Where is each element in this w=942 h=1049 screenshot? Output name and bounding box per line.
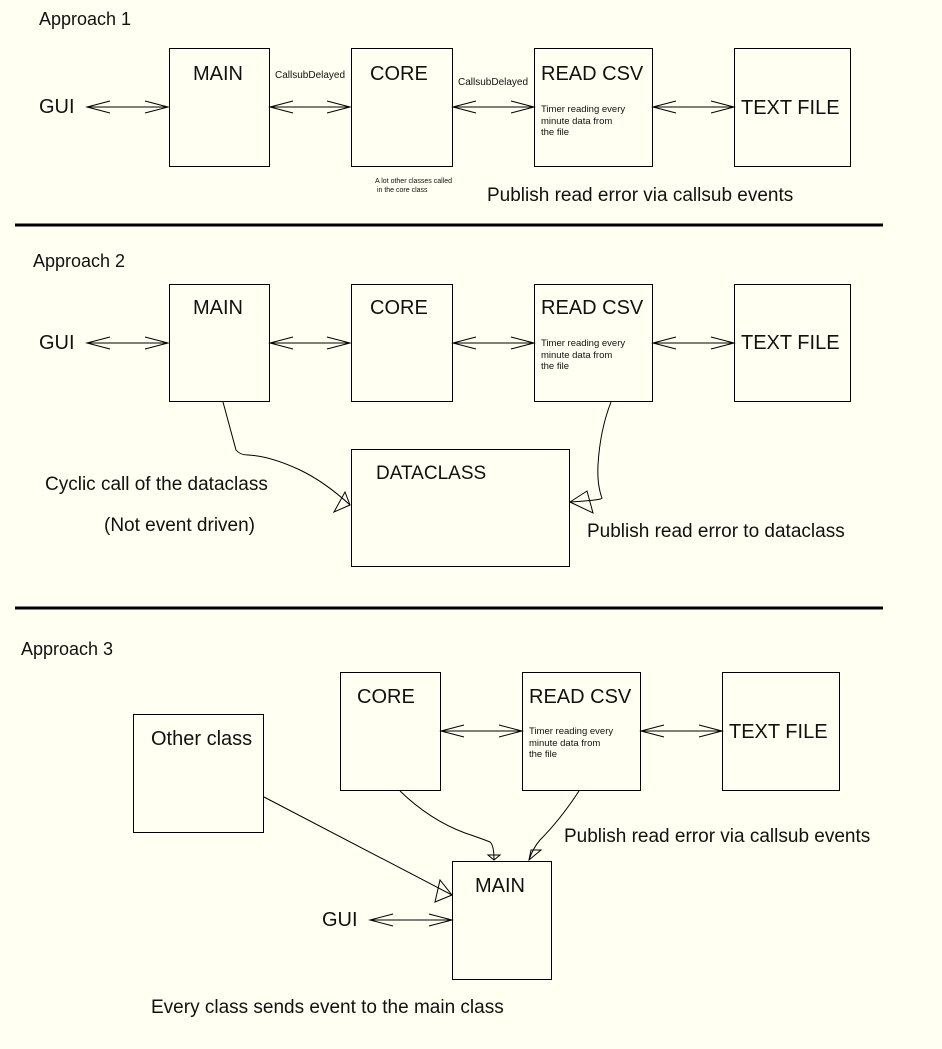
read-csv-note-3: Timer reading every minute data from the… <box>529 726 614 760</box>
dataclass-box: DATACLASS <box>351 449 570 567</box>
other-class-box: Other class <box>133 714 264 833</box>
core-box-1: CORE <box>351 48 453 167</box>
approach-3-footer-caption: Every class sends event to the main clas… <box>151 997 504 1018</box>
core-box-2: CORE <box>351 284 453 402</box>
read-csv-note-1: Timer reading every minute data from the… <box>541 104 626 138</box>
approach-1-caption: Publish read error via callsub events <box>487 185 794 206</box>
bidirectional-arrow-csv-file-1 <box>651 100 736 114</box>
core-label-1: CORE <box>370 63 428 85</box>
bidirectional-arrow-main-core-2 <box>268 336 352 350</box>
text-file-label-3: TEXT FILE <box>729 721 828 743</box>
gui-label-1: GUI <box>39 96 75 118</box>
approach-2-publish-caption: Publish read error to dataclass <box>587 521 845 542</box>
read-csv-label-3: READ CSV <box>529 686 632 708</box>
bidirectional-arrow-csv-file-2 <box>651 336 736 350</box>
text-file-box-2: TEXT FILE <box>734 284 851 402</box>
bidirectional-arrow-core-csv-3 <box>439 724 524 738</box>
approach-3-publish-caption: Publish read error via callsub events <box>564 826 871 847</box>
text-file-label-1: TEXT FILE <box>741 97 840 119</box>
read-csv-box-2: READ CSV Timer reading every minute data… <box>534 284 653 402</box>
edge-label-callsub-delayed-1: CallsubDelayed <box>275 70 346 81</box>
dataclass-label: DATACLASS <box>376 463 487 484</box>
core-box-3: CORE <box>340 672 441 791</box>
cyclic-call-caption: Cyclic call of the dataclass <box>45 474 268 495</box>
approach-2-heading: Approach 2 <box>33 251 126 271</box>
main-label-1: MAIN <box>193 63 243 85</box>
bidirectional-arrow-gui-main-2 <box>85 336 170 350</box>
bidirectional-arrow-csv-file-3 <box>639 724 724 738</box>
bidirectional-arrow-main-core-1 <box>268 100 352 114</box>
bidirectional-arrow-gui-main-1 <box>85 100 170 114</box>
approach-3-heading: Approach 3 <box>21 639 114 659</box>
main-box-1: MAIN <box>169 48 270 167</box>
read-csv-box-1: READ CSV Timer reading every minute data… <box>534 48 653 167</box>
core-label-3: CORE <box>357 686 415 708</box>
other-class-label: Other class <box>151 728 253 750</box>
read-csv-note-2: Timer reading every minute data from the… <box>541 338 626 372</box>
arrow-core-to-main <box>399 790 502 861</box>
bidirectional-arrow-core-csv-2 <box>451 336 536 350</box>
bidirectional-arrow-gui-main-3 <box>368 913 454 927</box>
approach-1-heading: Approach 1 <box>39 9 132 29</box>
core-label-2: CORE <box>370 297 428 319</box>
read-csv-label-1: READ CSV <box>541 63 644 85</box>
not-event-driven-caption: (Not event driven) <box>104 515 256 536</box>
edge-label-callsub-delayed-2: CallsubDelayed <box>458 77 529 88</box>
main-label-3: MAIN <box>475 875 525 897</box>
main-box-2: MAIN <box>169 284 270 402</box>
bidirectional-arrow-core-csv-1 <box>451 100 536 114</box>
gui-label-2: GUI <box>39 332 75 354</box>
main-label-2: MAIN <box>193 297 243 319</box>
text-file-box-1: TEXT FILE <box>734 48 851 167</box>
gui-label-3: GUI <box>322 909 358 931</box>
text-file-box-3: TEXT FILE <box>722 672 840 791</box>
read-csv-label-2: READ CSV <box>541 297 644 319</box>
main-box-3: MAIN <box>452 861 552 980</box>
text-file-label-2: TEXT FILE <box>741 332 840 354</box>
arrow-other-class-to-main <box>263 796 453 903</box>
arrow-csv-to-dataclass <box>568 401 612 514</box>
core-note: A lot other classes called in the core c… <box>375 178 453 194</box>
read-csv-box-3: READ CSV Timer reading every minute data… <box>522 672 641 791</box>
arrow-main-to-dataclass <box>222 401 351 514</box>
arrow-csv-to-main <box>528 790 580 862</box>
